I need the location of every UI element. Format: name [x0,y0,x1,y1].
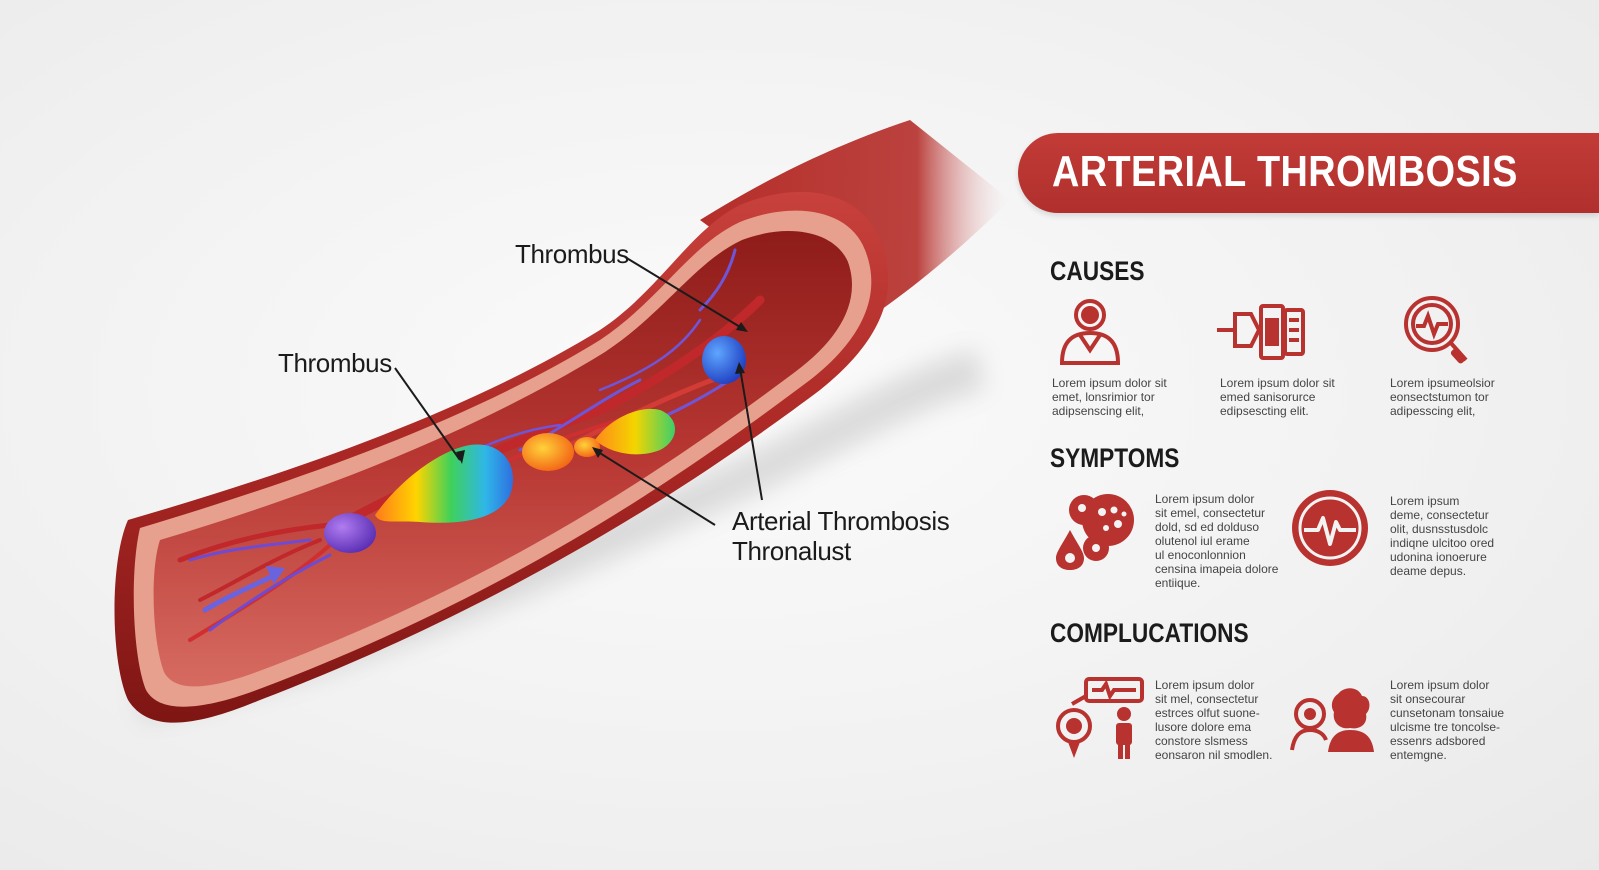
complications-text-1: Lorem ipsum dolor sit mel, consectetur e… [1155,678,1273,762]
magnifier-heartbeat-icon [1404,296,1468,364]
callout-arterial-thrombosis: Arterial Thrombosis [732,506,950,536]
complications-heading: COMPLUCATIONS [1050,618,1249,648]
small-thrombus-clot [595,408,675,455]
callout-thrombus-left: Thrombus [278,348,392,378]
causes-heading: CAUSES [1050,256,1145,286]
small-orange-clot [574,437,600,457]
blue-clot [702,336,746,384]
device-icon [1217,304,1305,360]
title-banner: ARTERIAL THROMBOSIS [1018,133,1599,213]
causes-text-1: Lorem ipsum dolor sit emet, lonsrimior t… [1052,376,1167,418]
causes-text-2: Lorem ipsum dolor sit emed sanisorurce e… [1220,376,1335,418]
page-title: ARTERIAL THROMBOSIS [1052,147,1518,196]
monitor-patient-icon [1056,677,1144,759]
people-profile-icon [1290,688,1374,752]
orange-clot [522,433,574,471]
blood-flow-arrow [202,566,285,613]
person-icon [1059,299,1121,365]
main-thrombus-clot [375,444,514,523]
callout-lines [394,256,763,526]
purple-clot [324,513,376,553]
blood-cells-icon [1056,494,1134,570]
symptoms-text-1: Lorem ipsum dolor sit emel, consectetur … [1155,492,1279,590]
callout-arrowheads [456,322,748,464]
complications-text-2: Lorem ipsum dolor sit onsecourar cunseto… [1390,678,1505,762]
heartbeat-circle-icon [1292,490,1368,566]
symptoms-heading: SYMPTOMS [1050,443,1180,473]
callout-thrombus-upper: Thrombus [515,239,629,269]
symptoms-text-2: Lorem ipsum deme, consectetur olit, dusn… [1390,494,1495,578]
causes-text-3: Lorem ipsumeolsior eonsectstumon tor adi… [1390,376,1495,418]
callout-thronalust: Thronalust [732,536,852,566]
